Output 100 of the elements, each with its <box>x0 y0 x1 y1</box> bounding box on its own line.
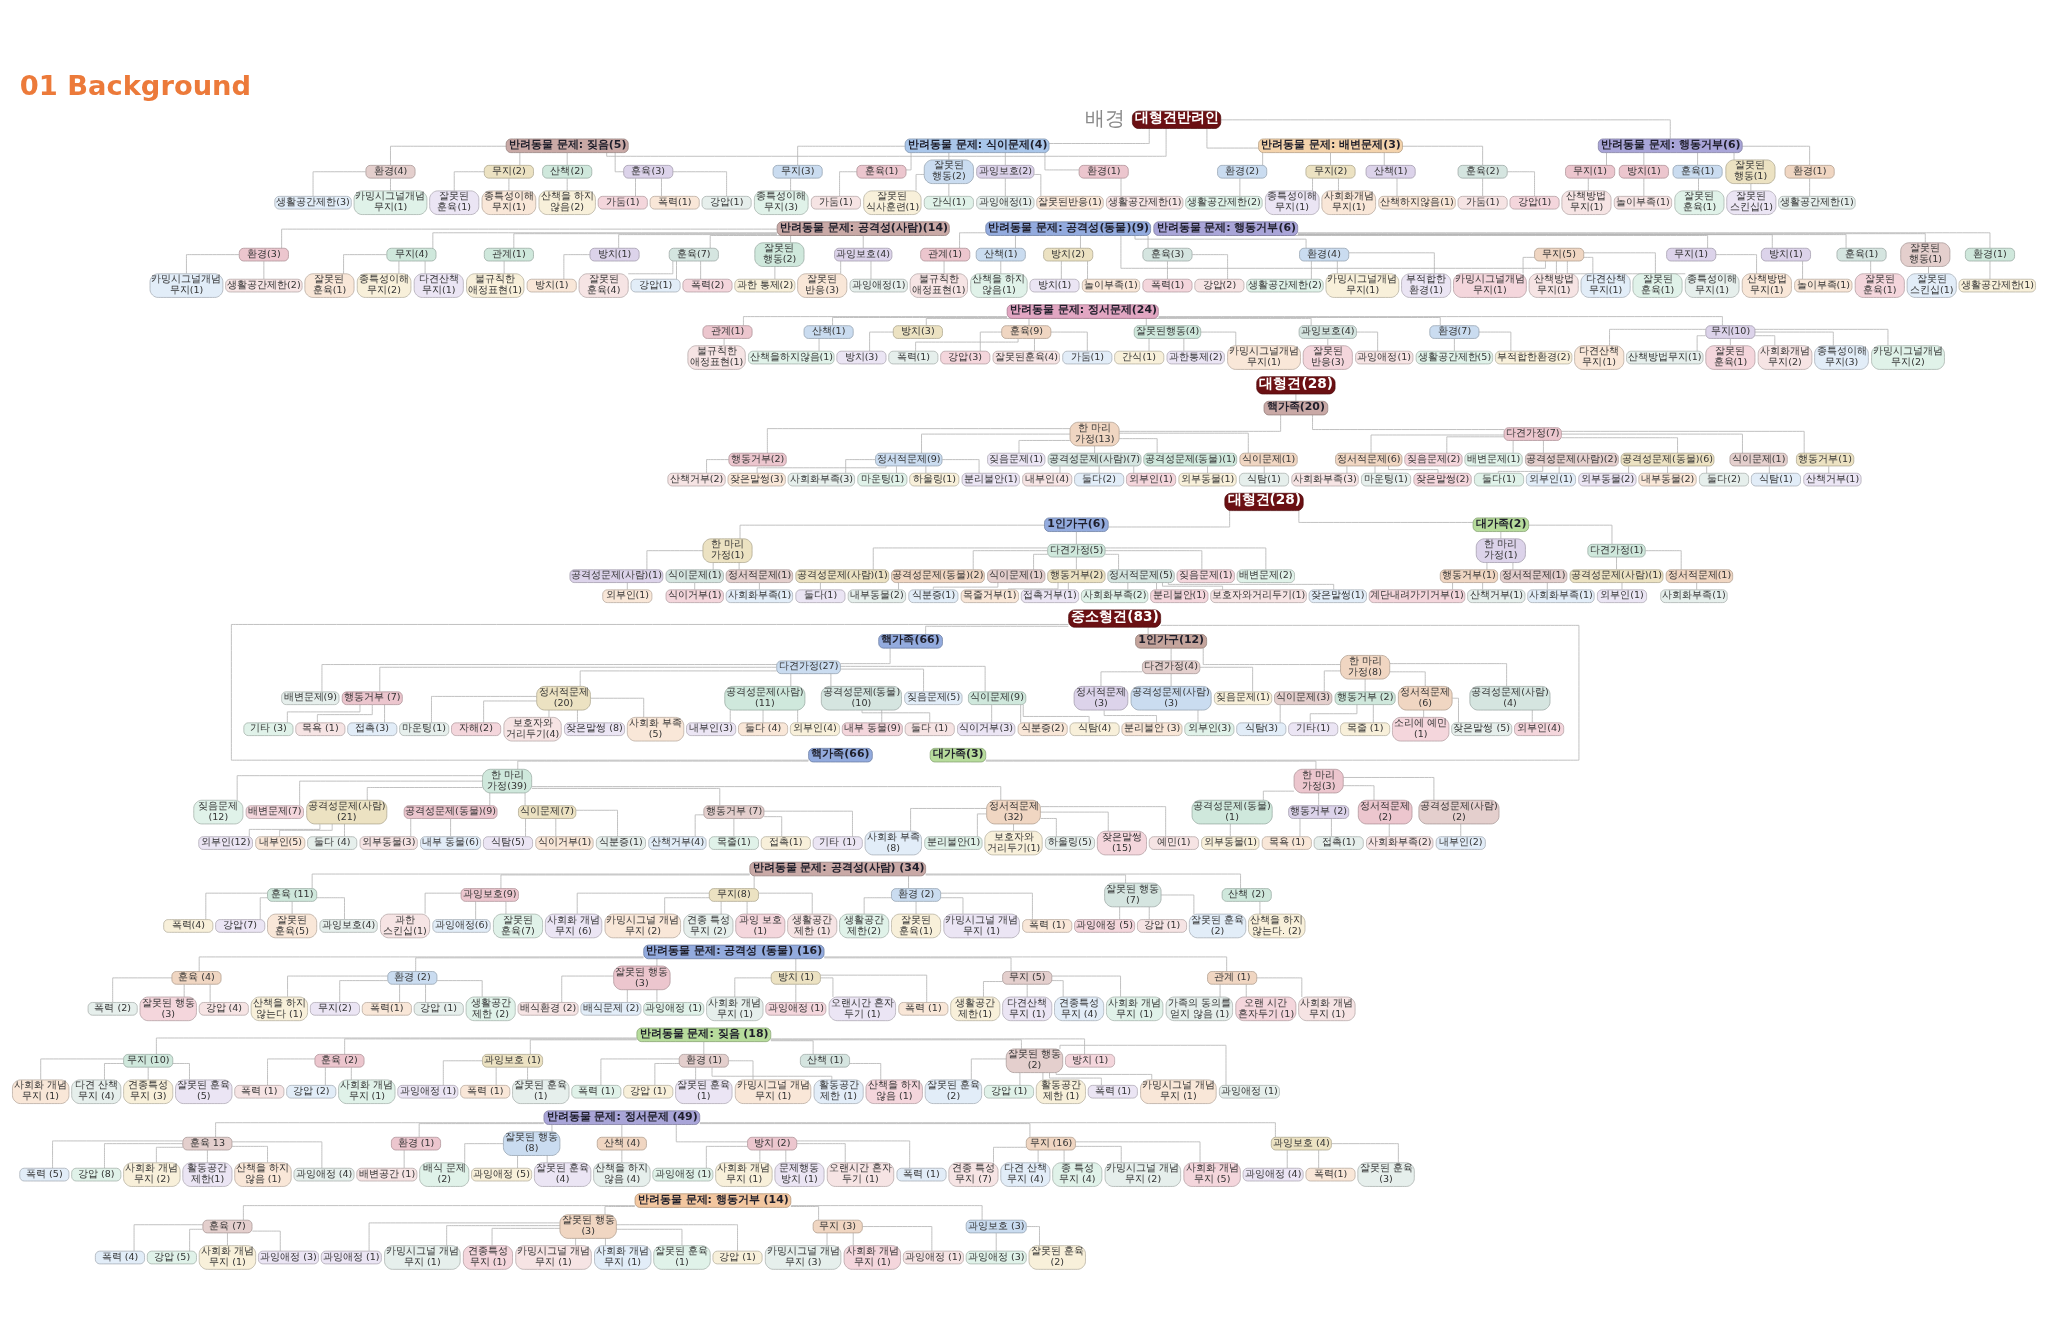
node-box: 가둠(1) <box>810 195 861 209</box>
connector <box>286 703 361 723</box>
node-box: 강압(1) <box>630 278 681 292</box>
connector <box>1446 435 1505 454</box>
node-box: 사회화부족(2) <box>1366 835 1434 850</box>
connector <box>654 1062 680 1086</box>
connector <box>316 704 373 723</box>
node-box: 외부동물(1) <box>1201 835 1260 850</box>
connector <box>1207 465 1208 474</box>
connector <box>133 1223 204 1251</box>
node-box: 잘못된 훈육 (1) <box>675 1079 733 1104</box>
node-box: 목줄 (1) <box>1340 721 1391 736</box>
node-box: 잦은말썽 (5) <box>1451 721 1513 736</box>
node-box: 환경 (2) <box>891 887 941 902</box>
connector <box>561 975 614 1003</box>
connector <box>566 152 568 166</box>
node-box: 과잉보호(9) <box>460 887 519 902</box>
node-box: 공격성문제(동물)(9) <box>403 804 498 819</box>
connector <box>575 1237 577 1246</box>
node-box: 정서적문제 (6) <box>1398 685 1453 710</box>
connector <box>796 1142 846 1163</box>
connector <box>1263 465 1265 474</box>
node-box: 정서적문제 (20) <box>536 685 591 710</box>
connector <box>1528 524 1613 545</box>
connector <box>1049 1072 1102 1086</box>
node-box: 식이문제(1) <box>665 568 724 583</box>
node-box: 식이거부(1) <box>665 588 724 603</box>
node-box: 잘못된 훈육(1) <box>304 272 355 298</box>
connector <box>1742 145 1811 166</box>
connector <box>489 792 491 806</box>
node-box: 식이거부(1) <box>535 835 594 850</box>
connector <box>1828 465 1830 474</box>
connector <box>675 1123 748 1142</box>
connector <box>508 177 510 191</box>
node-box: 사회화개념 무지(1) <box>1321 190 1376 215</box>
connector <box>1059 465 1061 474</box>
connector <box>870 260 872 279</box>
node-box: 산책을 하지 않음(2) <box>538 190 596 215</box>
node-box: 잘못된 행동(2) <box>754 241 805 267</box>
connector <box>1343 776 1435 800</box>
connector <box>1256 976 1303 997</box>
node-box: 내부인(4) <box>1022 472 1073 486</box>
node-box: 생활공간제한(3) <box>274 195 352 209</box>
node-box: 생활공간 제한 (1) <box>787 913 838 938</box>
node-box: 관계 (1) <box>1207 970 1258 985</box>
node-box: 1인가구(12) <box>1135 633 1207 648</box>
connector <box>366 786 483 800</box>
connector <box>344 823 345 837</box>
node-box: 분리불안 (3) <box>1121 721 1183 736</box>
connector <box>1094 445 1095 454</box>
node-box: 사회화 부족 (5) <box>626 716 685 741</box>
connector <box>1262 152 1264 166</box>
connector <box>1007 581 1059 590</box>
connector <box>1512 439 1514 453</box>
connector <box>1299 817 1301 837</box>
connector <box>1478 331 1512 352</box>
connector <box>259 896 268 920</box>
node-box: 정서적문제 (2) <box>1357 799 1413 824</box>
node-box: 식이문제(1) <box>987 568 1046 583</box>
connector <box>699 1121 1276 1137</box>
node-box: 잦은말썽(2) <box>1413 472 1472 486</box>
node-box: 잘못된 훈육 (1) <box>512 1079 570 1104</box>
node-box: 보호자와 거리두기(1) <box>984 830 1043 855</box>
connector <box>1040 805 1167 837</box>
node-box: 환경 (1) <box>391 1136 441 1150</box>
connector <box>728 1059 754 1080</box>
connector <box>40 1058 124 1080</box>
node-box: 외부인(4) <box>1514 721 1565 736</box>
connector <box>1034 337 1035 351</box>
node-box: 공격성문제(동물) (1) <box>1191 799 1273 824</box>
node-box: 반려동물 문제: 행동거부(6) <box>1597 138 1743 153</box>
node-box: 과잉보호 (1) <box>482 1053 543 1067</box>
node-box: 환경(1) <box>1784 164 1835 178</box>
connector <box>840 665 986 692</box>
node-box: 산책 (1) <box>800 1053 850 1067</box>
node-box: 잘못된 훈육(5) <box>267 913 318 938</box>
node-box: 잘못된 훈육(1) <box>429 190 480 215</box>
connector <box>1733 152 1735 160</box>
node-box: 방치(1) <box>1618 164 1669 178</box>
node-box: 활동공간 제한 (1) <box>1035 1079 1086 1104</box>
connector <box>712 561 714 570</box>
node-box: 훈육 (4) <box>171 970 222 985</box>
connector <box>1127 582 1129 590</box>
connector <box>1040 817 1057 837</box>
connector <box>759 582 760 590</box>
connector <box>618 233 778 248</box>
connector <box>207 1149 208 1163</box>
connector <box>1389 662 1507 687</box>
connector <box>790 234 791 243</box>
node-box: 사회화 개념 무지 (1) <box>1106 996 1164 1021</box>
connector <box>1870 260 1872 274</box>
node-box: 사회화 개념 무지 (1) <box>338 1079 396 1104</box>
node-box: 강압 (8) <box>71 1167 122 1181</box>
node-box: 한 마리 가정(1) <box>1475 537 1526 563</box>
node-box: 과잉애정 (1) <box>765 1001 827 1016</box>
connector <box>209 983 211 1003</box>
connector <box>1118 437 1158 453</box>
node-box: 견종특성 무지 (3) <box>123 1079 174 1104</box>
node-box: 짖음문제(2) <box>1404 452 1463 466</box>
node-box: 기타 (3) <box>243 721 294 736</box>
